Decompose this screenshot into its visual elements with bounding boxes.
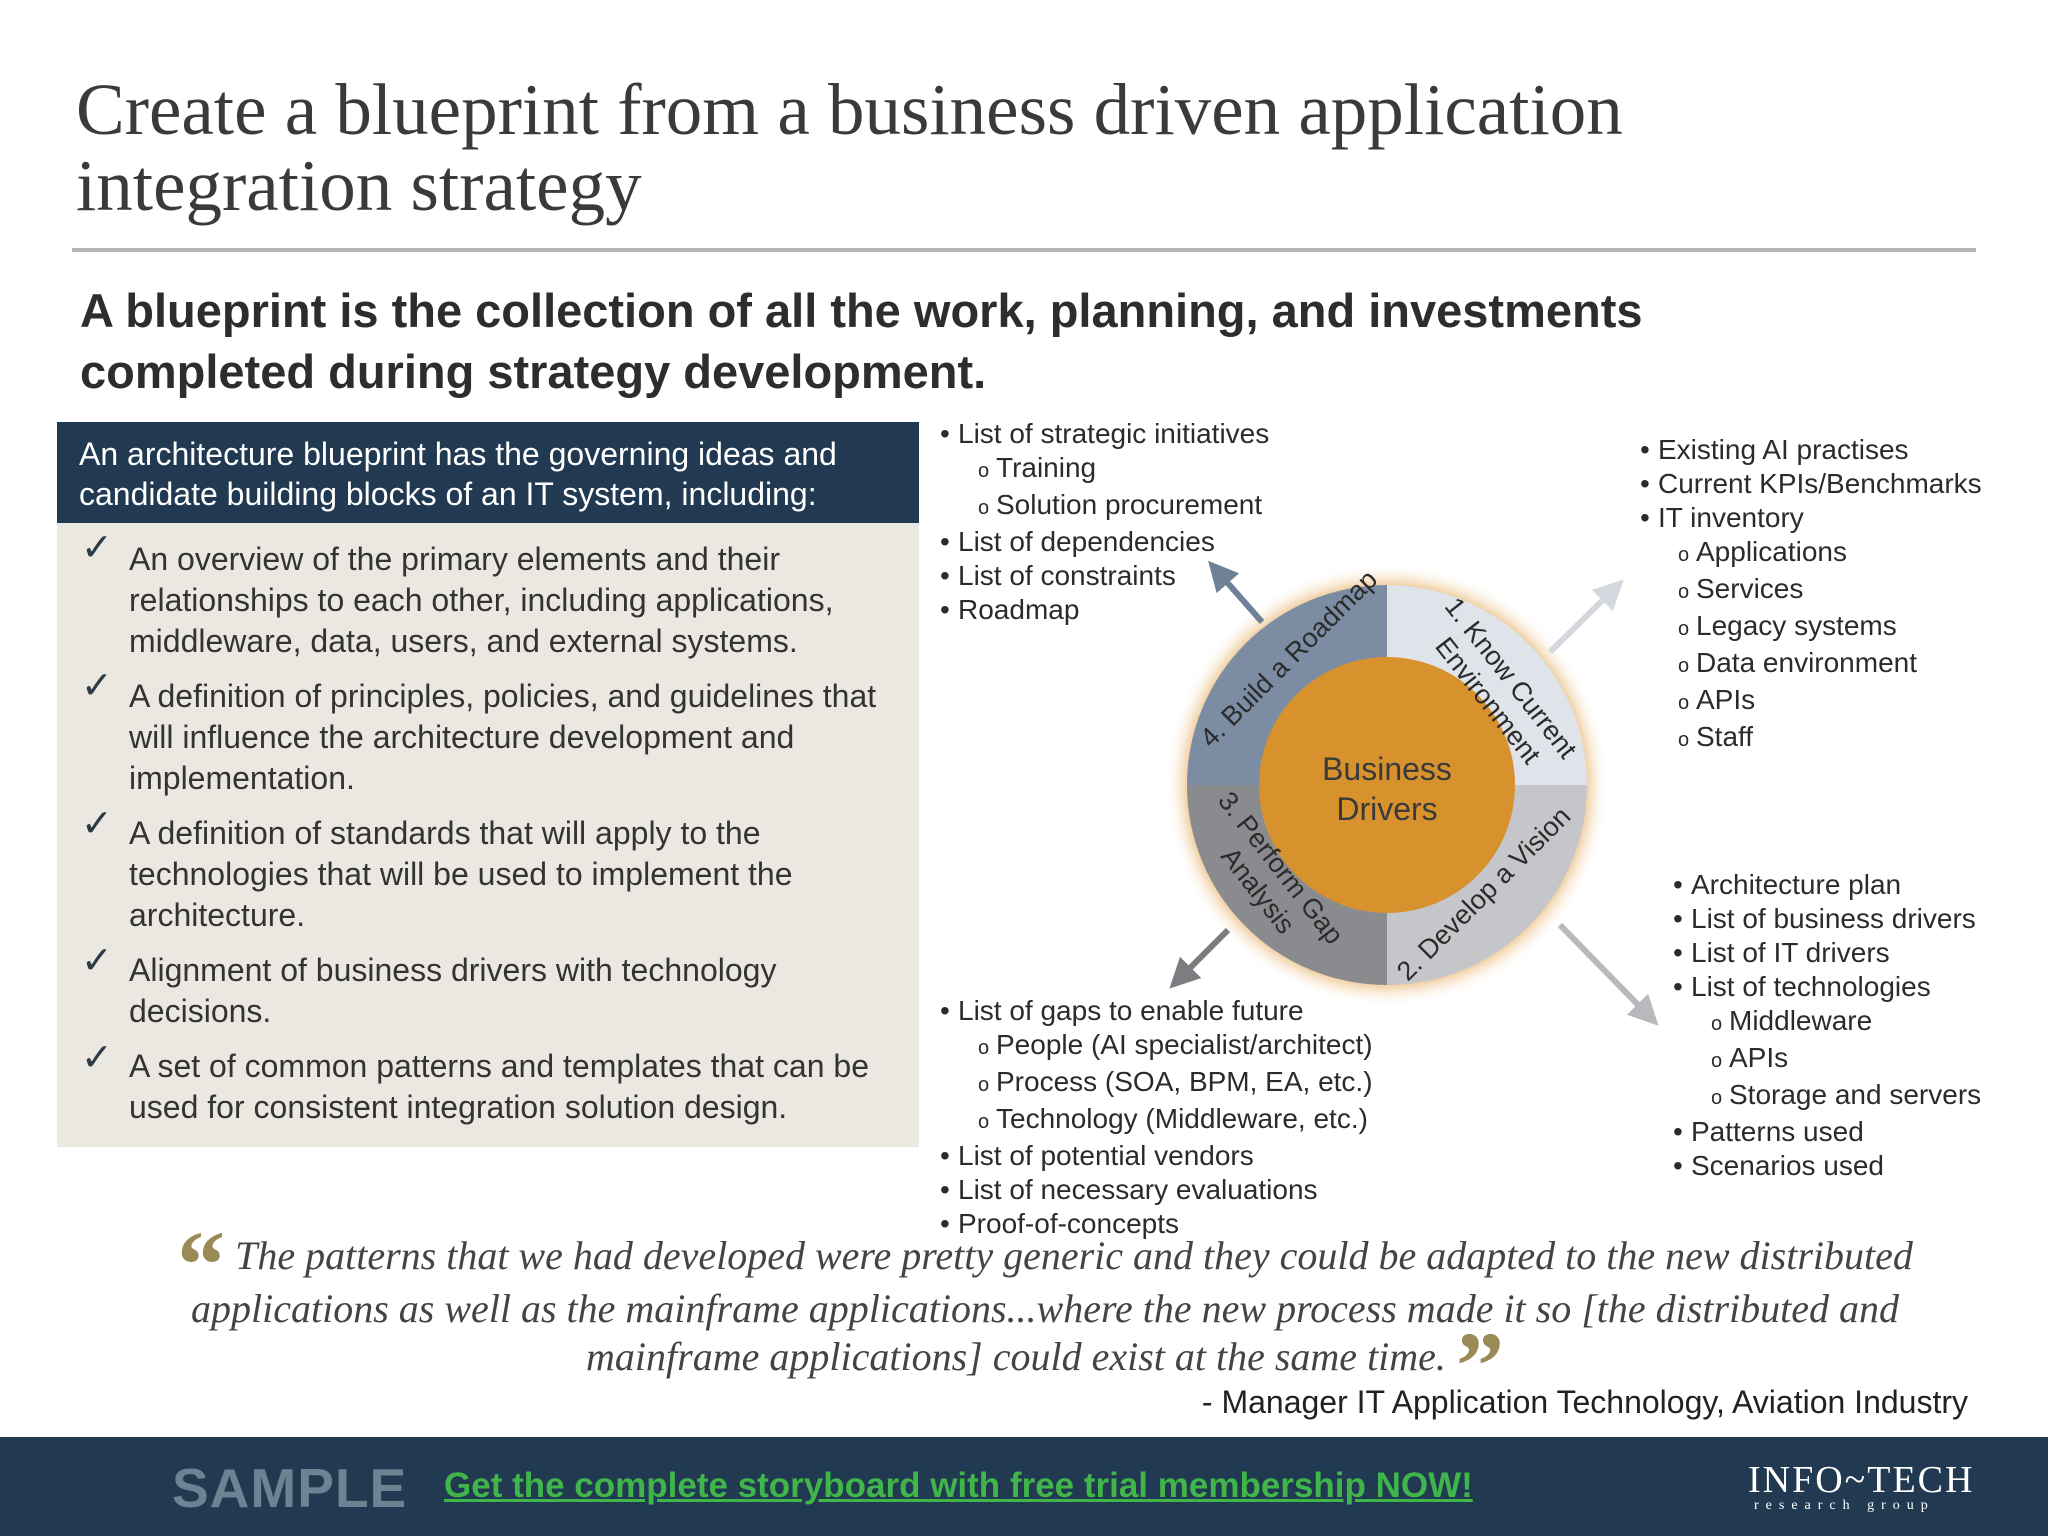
list-item: Architecture plan (1673, 868, 1981, 902)
checkmark-icon: ✓ (81, 803, 113, 845)
list-subitem: Services (1640, 572, 1982, 609)
list-subitem: APIs (1640, 683, 1982, 720)
testimonial-quote: “ The patterns that we had developed wer… (130, 1217, 1960, 1414)
list-subitem: Storage and servers (1673, 1078, 1981, 1115)
checkmark-icon: ✓ (81, 1037, 113, 1079)
free-trial-link[interactable]: Get the complete storyboard with free tr… (444, 1466, 1473, 1505)
checklist-item-1: An overview of the primary elements and … (129, 541, 834, 659)
roadmap-outputs-list: List of strategic initiatives Training S… (940, 417, 1269, 627)
current-environment-list: Existing AI practises Current KPIs/Bench… (1640, 433, 1982, 757)
list-subitem: People (AI specialist/architect) (940, 1028, 1373, 1065)
list-subitem: Technology (Middleware, etc.) (940, 1102, 1373, 1139)
list-item: List of potential vendors (940, 1139, 1373, 1173)
sample-label: SAMPLE (172, 1457, 408, 1519)
arrow-to-vision-list (1557, 922, 1659, 1026)
list-item: List of dependencies (940, 525, 1269, 559)
list-item: Current KPIs/Benchmarks (1640, 467, 1982, 501)
list-subitem: Training (940, 451, 1269, 488)
center-label-line-1: Business (1322, 751, 1452, 787)
list-item: List of IT drivers (1673, 936, 1981, 970)
quote-attribution: - Manager IT Application Technology, Avi… (1201, 1384, 1968, 1420)
list-subitem: Legacy systems (1640, 609, 1982, 646)
list-subitem: Solution procurement (940, 488, 1269, 525)
quote-text: The patterns that we had developed were … (190, 1233, 1913, 1379)
close-quote-icon: ” (1455, 1312, 1504, 1419)
list-subitem: Applications (1640, 535, 1982, 572)
list-item: IT inventory (1640, 501, 1982, 535)
list-item: Patterns used (1673, 1115, 1981, 1149)
list-subitem: Staff (1640, 720, 1982, 757)
footer-bar (0, 1437, 2048, 1536)
list-item: List of necessary evaluations (940, 1173, 1373, 1207)
list-item: Roadmap (940, 593, 1269, 627)
list-item: Proof-of-concepts (940, 1207, 1373, 1241)
blueprint-panel-heading: An architecture blueprint has the govern… (57, 422, 919, 523)
checkmark-icon: ✓ (81, 940, 113, 982)
title-line-2: integration strategy (76, 145, 642, 226)
list-item: Existing AI practises (1640, 433, 1982, 467)
title-divider (72, 248, 1976, 252)
list-item: List of gaps to enable future (940, 994, 1373, 1028)
infotech-logo-subtitle: research group (1754, 1498, 1935, 1513)
business-drivers-circle (1259, 657, 1515, 913)
checkmark-icon: ✓ (81, 665, 113, 707)
vision-outputs-list: Architecture plan List of business drive… (1673, 868, 1981, 1183)
title-line-1: Create a blueprint from a business drive… (76, 69, 1623, 150)
page-title: Create a blueprint from a business drive… (76, 72, 1976, 224)
checkmark-icon: ✓ (81, 527, 113, 569)
subtitle: A blueprint is the collection of all the… (80, 280, 1980, 402)
list-item: List of constraints (940, 559, 1269, 593)
arrow-to-gap-list (1169, 927, 1231, 989)
subtitle-line-1: A blueprint is the collection of all the… (80, 284, 1643, 337)
list-item: List of strategic initiatives (940, 417, 1269, 451)
infotech-logo: INFO~TECH (1748, 1459, 1975, 1501)
checklist-item-2: A definition of principles, policies, an… (129, 678, 877, 796)
list-subitem: Process (SOA, BPM, EA, etc.) (940, 1065, 1373, 1102)
list-item: Scenarios used (1673, 1149, 1981, 1183)
list-subitem: Data environment (1640, 646, 1982, 683)
list-item: List of technologies (1673, 970, 1981, 1004)
list-subitem: Middleware (1673, 1004, 1981, 1041)
center-label-line-2: Drivers (1336, 791, 1437, 827)
arrow-to-current-list (1547, 579, 1624, 655)
blueprint-panel: ✓ An overview of the primary elements an… (57, 523, 919, 1147)
checklist-item-3: A definition of standards that will appl… (129, 815, 793, 933)
list-item: List of business drivers (1673, 902, 1981, 936)
checklist-item-4: Alignment of business drivers with techn… (129, 952, 777, 1029)
subtitle-line-2: completed during strategy development. (80, 345, 987, 398)
gap-analysis-list: List of gaps to enable future People (AI… (940, 994, 1373, 1241)
checklist-item-5: A set of common patterns and templates t… (129, 1048, 869, 1125)
list-subitem: APIs (1673, 1041, 1981, 1078)
